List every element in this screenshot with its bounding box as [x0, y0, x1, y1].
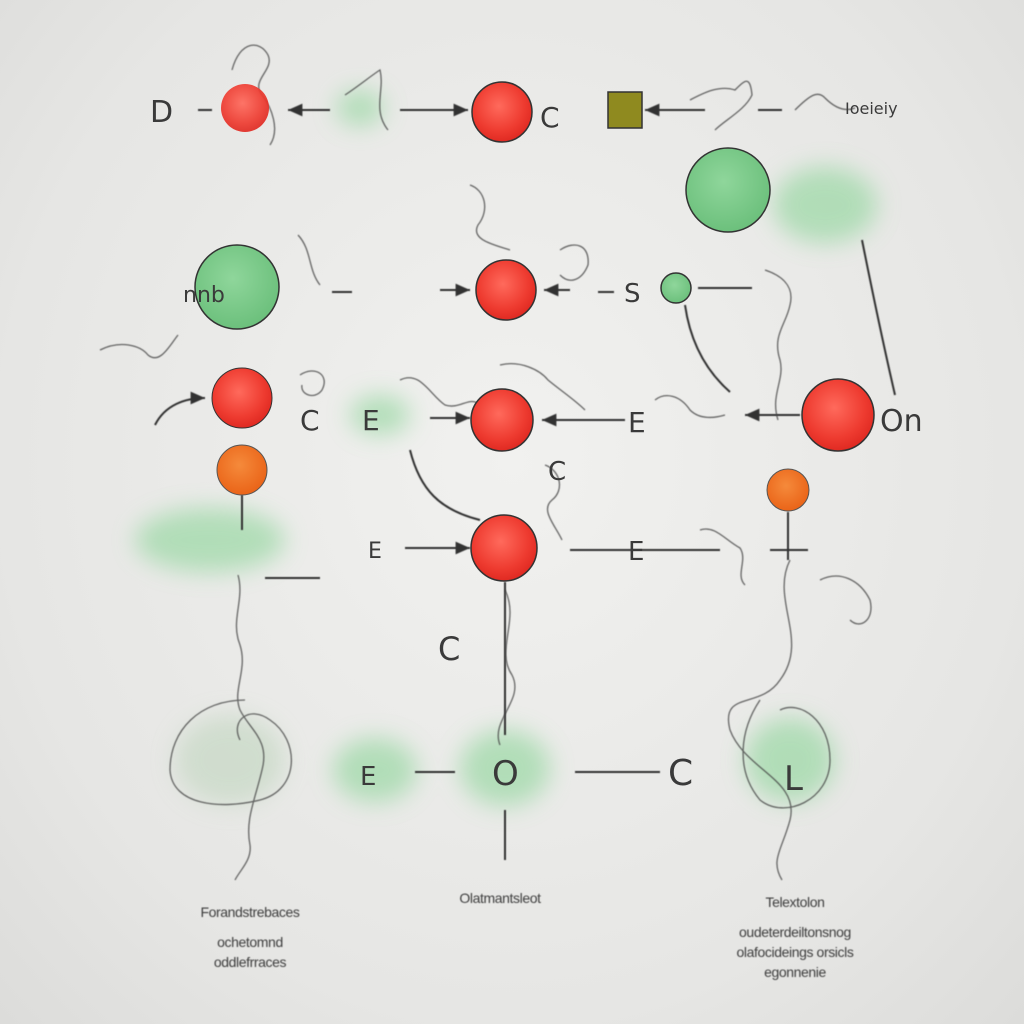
node-olive-box: [607, 91, 643, 129]
green-glows: [135, 90, 877, 806]
squiggle-center-vert: [497, 589, 516, 746]
node-orange-right: [766, 468, 810, 512]
node-green-top-right: [685, 147, 771, 233]
glow-low-left: [333, 738, 417, 802]
node-red-row3-right: [801, 378, 875, 452]
node-green-small: [660, 272, 692, 304]
sketch-strokes: [99, 44, 872, 881]
label-row4-e2: E: [628, 537, 644, 567]
label-mid-on: On: [880, 404, 923, 439]
curve-row2-down: [684, 304, 731, 393]
label-top-c: C: [540, 101, 560, 134]
squiggle-r2-1: [469, 184, 511, 251]
curve-row3-to-row4: [409, 449, 481, 521]
label-low-c2: C: [668, 753, 693, 794]
nodes: [194, 81, 875, 582]
squiggle-left-blob: [169, 699, 292, 806]
label-row3-e2: E: [628, 406, 646, 439]
node-red-top-center: [471, 81, 533, 143]
squiggle-left-vert: [234, 574, 265, 881]
node-red-row3-center: [470, 388, 534, 452]
label-top-right: Ioeieiy: [845, 99, 898, 118]
squiggle-top-1: [231, 44, 276, 146]
glow-top: [336, 90, 384, 126]
squiggle-r3-1: [299, 370, 325, 397]
label-low-e: E: [360, 762, 376, 792]
node-green-left: [194, 244, 280, 330]
label-row4-e: E: [368, 539, 382, 564]
squiggle-top-2: [344, 68, 389, 131]
label-low-o: O: [492, 754, 519, 794]
glow-low-right: [745, 718, 835, 802]
caption-center: Olatmantsleot: [410, 888, 590, 908]
squiggle-r2-left: [99, 334, 179, 359]
label-mid-s: S: [624, 279, 641, 309]
label-row4-c: C: [548, 457, 566, 487]
curve-right-vertical: [861, 239, 896, 396]
arrow-row3-left-in: [154, 391, 206, 426]
label-row3-c: C: [300, 404, 320, 437]
node-orange-left: [216, 444, 268, 496]
glow-right-top: [773, 167, 877, 243]
caption-right-line1: Telextolon: [765, 894, 825, 910]
squiggle-r2-3: [559, 244, 589, 281]
glow-row3: [350, 395, 410, 435]
caption-left: Forandstrebaces ochetomnd oddlefrraces: [150, 902, 350, 972]
squiggle-r3-2: [399, 377, 481, 407]
label-row3-e: E: [362, 404, 380, 437]
connectors: [154, 103, 896, 860]
label-low-c: C: [438, 630, 460, 668]
caption-right-line2: oudeterdeiltonsnog: [739, 924, 851, 940]
squiggle-r4-1: [544, 464, 563, 541]
node-red-row3-left: [211, 367, 273, 429]
node-red-row4: [470, 514, 538, 582]
caption-right: Telextolon oudeterdeiltonsnog olafocidei…: [670, 892, 920, 982]
squiggle-r2-2: [297, 234, 321, 286]
node-labels: D C Ioeieiy nnb S On C E E E E C C E O C…: [150, 95, 923, 799]
squiggle-top-4: [794, 93, 856, 111]
caption-center-line1: Olatmantsleot: [459, 890, 541, 906]
squiggle-r3-3: [499, 363, 586, 411]
glow-low-center: [460, 730, 550, 806]
caption-right-line4: egonnenie: [764, 964, 826, 980]
caption-right-line3: olafocideings orsicls: [736, 944, 854, 960]
squiggle-r4-2: [699, 528, 746, 586]
squiggle-right-loop: [742, 699, 831, 809]
caption-left-line3: oddlefrraces: [213, 954, 287, 970]
label-top-d: D: [150, 95, 173, 130]
squiggle-right-vert: [727, 559, 793, 881]
squiggle-r2-4: [764, 269, 792, 421]
node-red-top-left: [221, 84, 269, 132]
squiggle-top-3: [689, 80, 753, 131]
glow-left-low: [175, 715, 285, 805]
glow-left-mid: [135, 508, 285, 572]
label-low-l: L: [784, 759, 803, 799]
node-red-row2: [475, 259, 537, 321]
squiggle-r3-4: [654, 395, 726, 419]
squiggle-right-side: [819, 575, 872, 625]
caption-left-line1: Forandstrebaces: [200, 904, 300, 920]
label-mid-nnb: nnb: [183, 283, 225, 308]
caption-left-line2: ochetomnd: [217, 934, 283, 950]
